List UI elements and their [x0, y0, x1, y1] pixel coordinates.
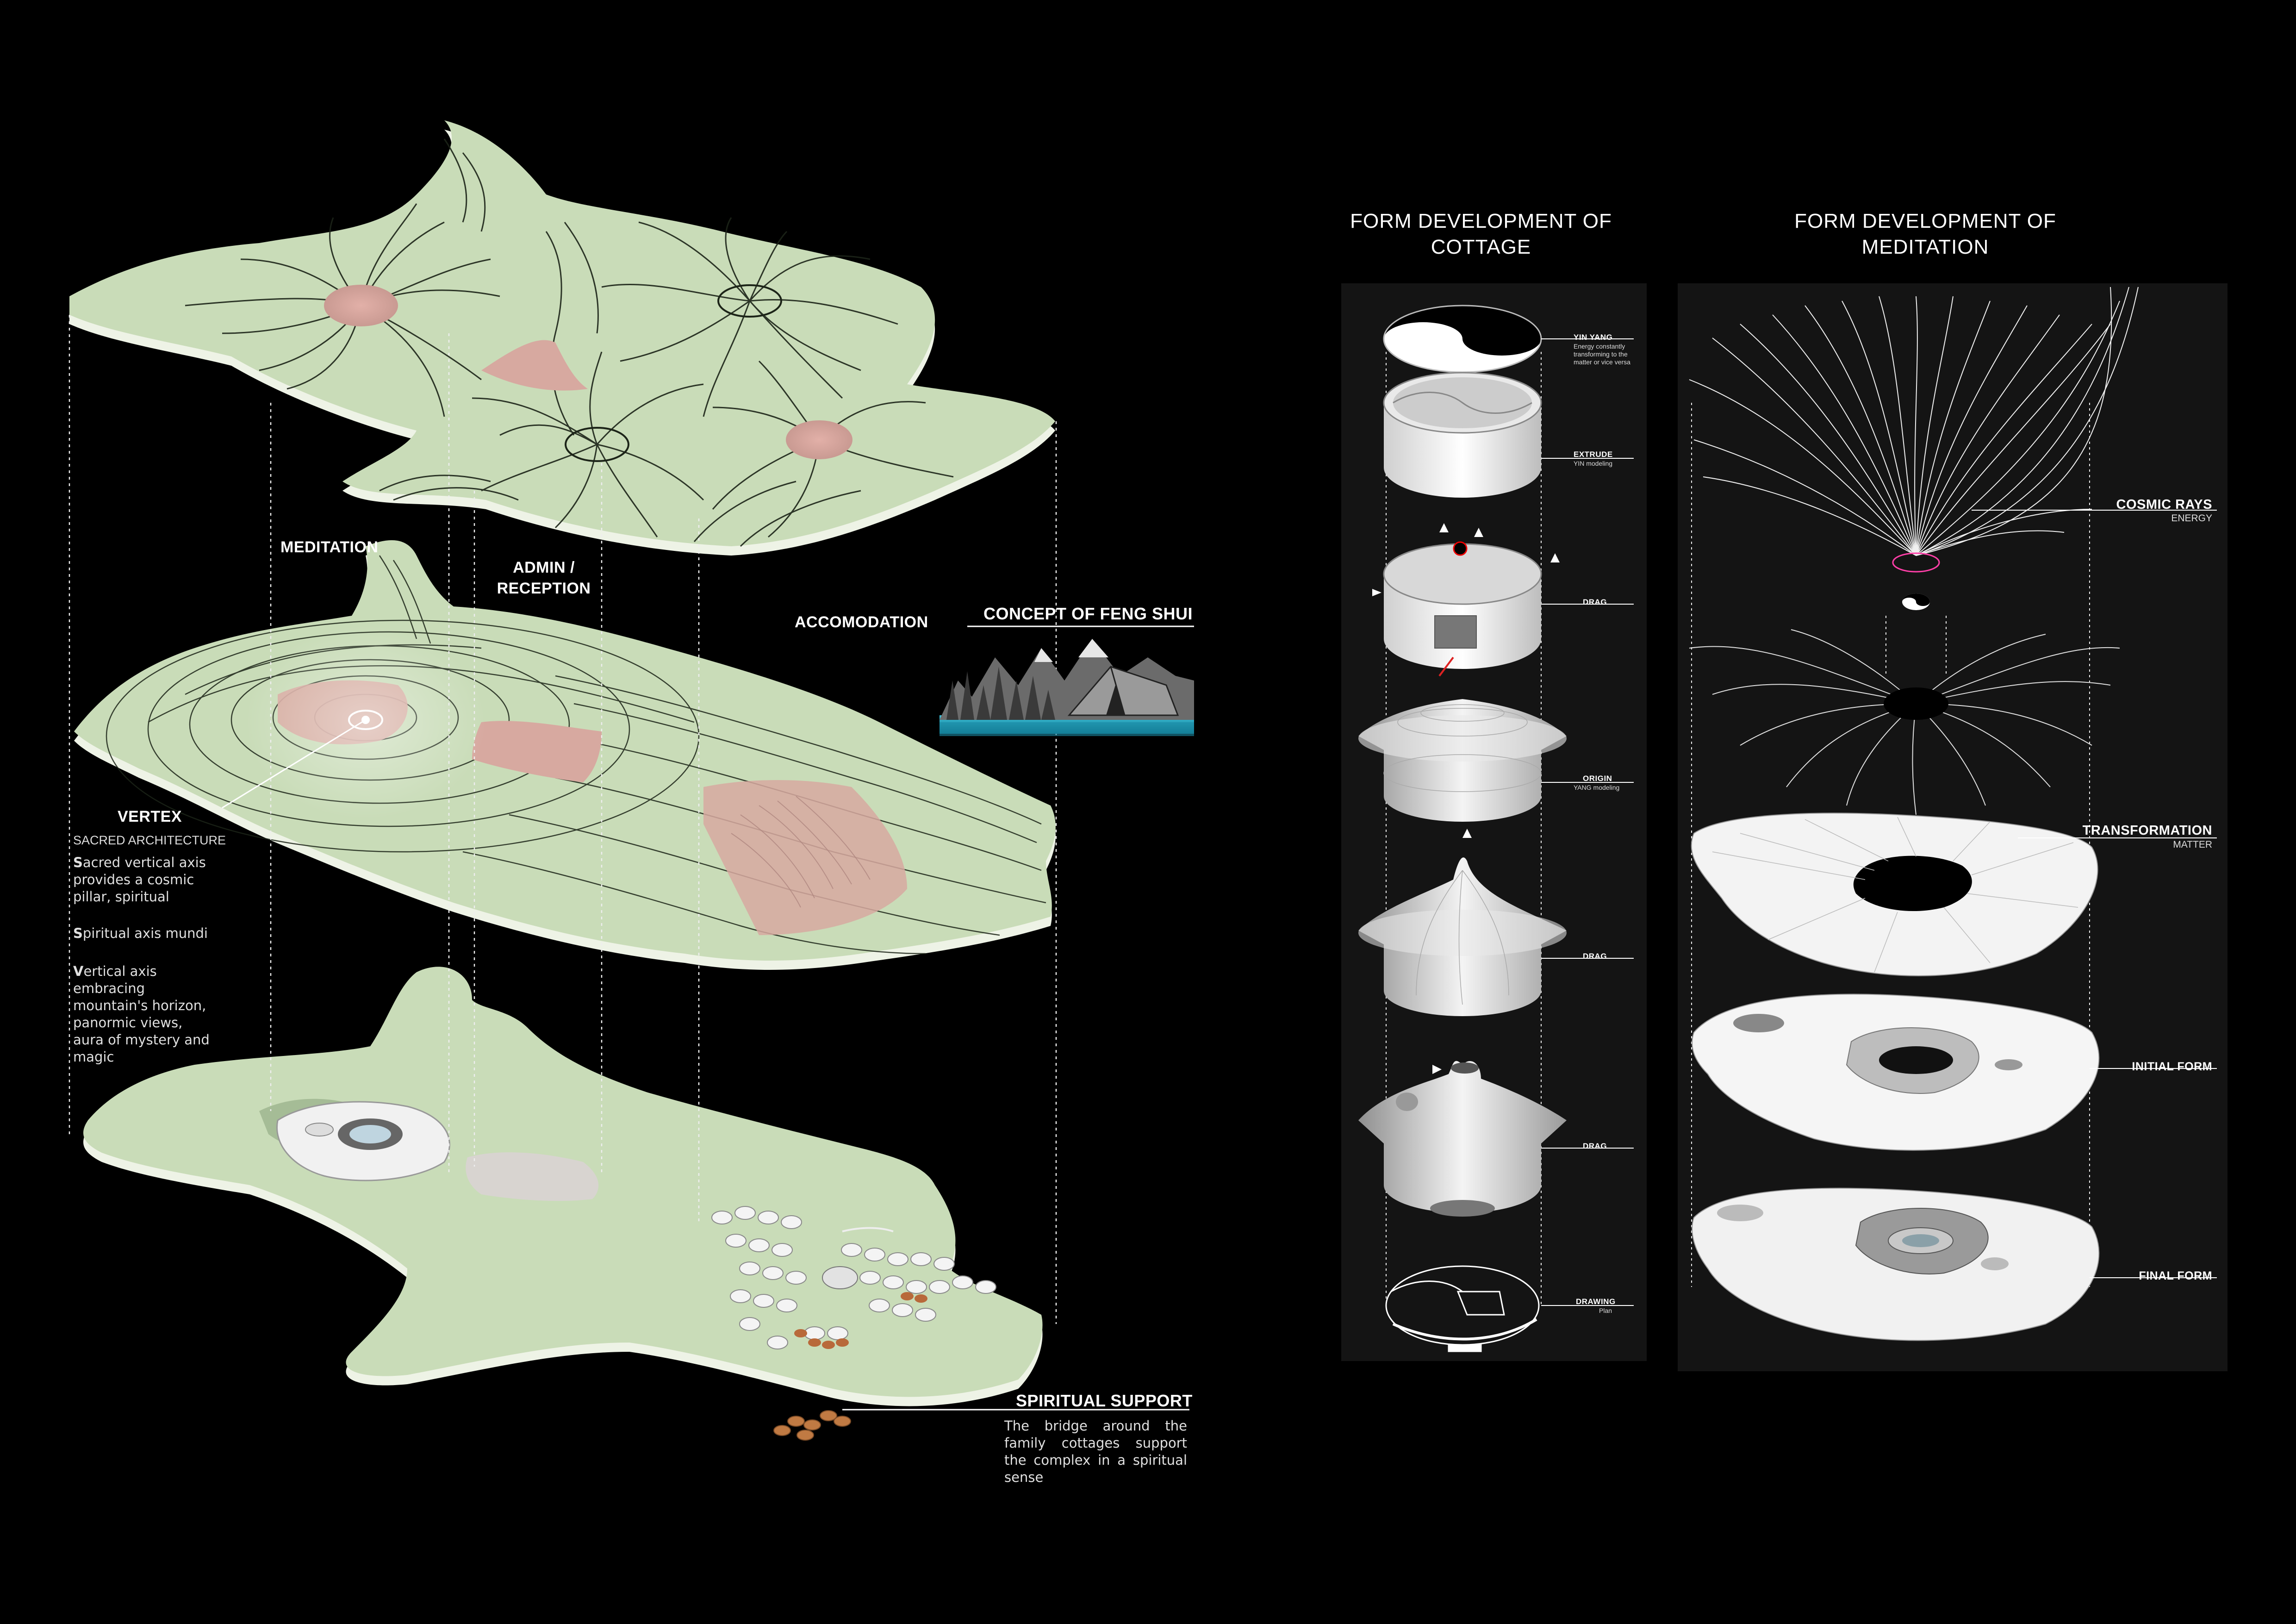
- meditation-step-initial-form-title: INITIAL FORM: [2132, 1060, 2212, 1073]
- cottage-step-yinyang-title: YIN YANG: [1574, 333, 1613, 342]
- cottage-step-extrude-title: EXTRUDE: [1574, 450, 1613, 459]
- final-form-model: [1692, 1187, 2100, 1341]
- leader-lines: [842, 625, 1194, 1411]
- meditation-heading-line1: FORM DEVELOPMENT OF: [1794, 210, 2056, 232]
- cottage-step-drag1-title: DRAG: [1583, 598, 1607, 606]
- cottage-callout-lines: [1541, 338, 1634, 1306]
- admin-label-line2: RECEPTION: [497, 580, 591, 597]
- vertex-paragraph-2: Spiritual axis mundi: [73, 925, 212, 942]
- admin-label-line1: ADMIN /: [513, 559, 575, 576]
- spiritual-support-text: The bridge around the family cottages su…: [1004, 1418, 1187, 1485]
- meditation-step-transformation-sub: MATTER: [2173, 839, 2212, 850]
- vertex-subtitle: SACRED ARCHITECTURE: [73, 833, 226, 847]
- cosmic-rays-model: [1689, 287, 2139, 556]
- cottage-heading: FORM DEVELOPMENT OF COTTAGE: [1296, 208, 1666, 260]
- terrain-layer-bottom: [83, 967, 1043, 1441]
- terrain-layer-middle: [74, 540, 1056, 970]
- energy-burst-model: [1689, 629, 2120, 815]
- vertex-title: VERTEX: [118, 808, 182, 825]
- terrain-layer-top: [69, 120, 1055, 556]
- cottage-step-drawing-title: DRAWING: [1576, 1297, 1616, 1306]
- cottage-step-origin-sub: YANG modeling: [1574, 784, 1620, 791]
- meditation-heading: FORM DEVELOPMENT OF MEDITATION: [1740, 208, 2110, 260]
- cottage-step-extrude-sub: YIN modeling: [1574, 460, 1613, 467]
- cottage-step-origin-model: [1358, 699, 1567, 822]
- meditation-callout-lines: [1972, 510, 2217, 1278]
- cottage-step-drag3-model: [1358, 1061, 1567, 1217]
- cottage-step-drag2-model: [1358, 829, 1567, 1016]
- vertex-paragraph-3: Vertical axis embracing mountain's horiz…: [73, 963, 212, 1066]
- cottage-step-drag2-title: DRAG: [1583, 952, 1607, 961]
- cottage-step-drag1-model: [1372, 523, 1560, 677]
- spiritual-support-bridge-model: [773, 1410, 851, 1441]
- cottage-step-drawing-model: [1385, 1265, 1540, 1352]
- vertex-p3-text: ertical axis embracing mountain's horizo…: [73, 963, 210, 1065]
- cottage-step-drawing-sub: Plan: [1599, 1307, 1612, 1314]
- vertex-paragraph-1: Sacred vertical axis provides a cosmic p…: [73, 854, 212, 906]
- cottage-step-yinyang-sub: Energy constantly transforming to the ma…: [1574, 343, 1630, 366]
- cottage-step-origin-title: ORIGIN: [1583, 774, 1612, 783]
- cottage-step-yinyang-model: [1383, 305, 1542, 373]
- vertex-p2-initial: S: [73, 925, 83, 941]
- cottage-step-drag3-title: DRAG: [1583, 1142, 1607, 1150]
- meditation-heading-line2: MEDITATION: [1861, 236, 1989, 258]
- meditation-axis-lines: [1691, 403, 2090, 1287]
- cottage-heading-line2: COTTAGE: [1431, 236, 1531, 258]
- initial-form-model: [1692, 993, 2100, 1151]
- meditation-step-transformation-title: TRANSFORMATION: [2082, 823, 2212, 838]
- vertex-p2-text: piritual axis mundi: [82, 925, 208, 941]
- vertex-p3-initial: V: [73, 963, 84, 979]
- meditation-label: MEDITATION: [280, 538, 379, 556]
- vertex-p1-initial: S: [73, 855, 83, 870]
- alignment-lines: [68, 315, 1057, 1324]
- meditation-step-final-form-title: FINAL FORM: [2139, 1269, 2212, 1282]
- transformation-model: [1691, 812, 2098, 976]
- cottage-cluster: [711, 1206, 996, 1349]
- meditation-step-cosmic-rays-title: COSMIC RAYS: [2116, 497, 2212, 512]
- meditation-building-model: [276, 1101, 450, 1181]
- feng-shui-title: CONCEPT OF FENG SHUI: [983, 604, 1193, 623]
- feng-shui-illustration: [940, 639, 1194, 736]
- vertex-p1-text: acred vertical axis provides a cosmic pi…: [73, 855, 206, 905]
- spiritual-support-title: SPIRITUAL SUPPORT: [1016, 1391, 1193, 1410]
- cottage-step-extrude-model: [1383, 372, 1542, 498]
- cottage-heading-line1: FORM DEVELOPMENT OF: [1350, 210, 1612, 232]
- accomodation-label: ACCOMODATION: [795, 613, 928, 631]
- meditation-step-cosmic-rays-sub: ENERGY: [2171, 513, 2212, 524]
